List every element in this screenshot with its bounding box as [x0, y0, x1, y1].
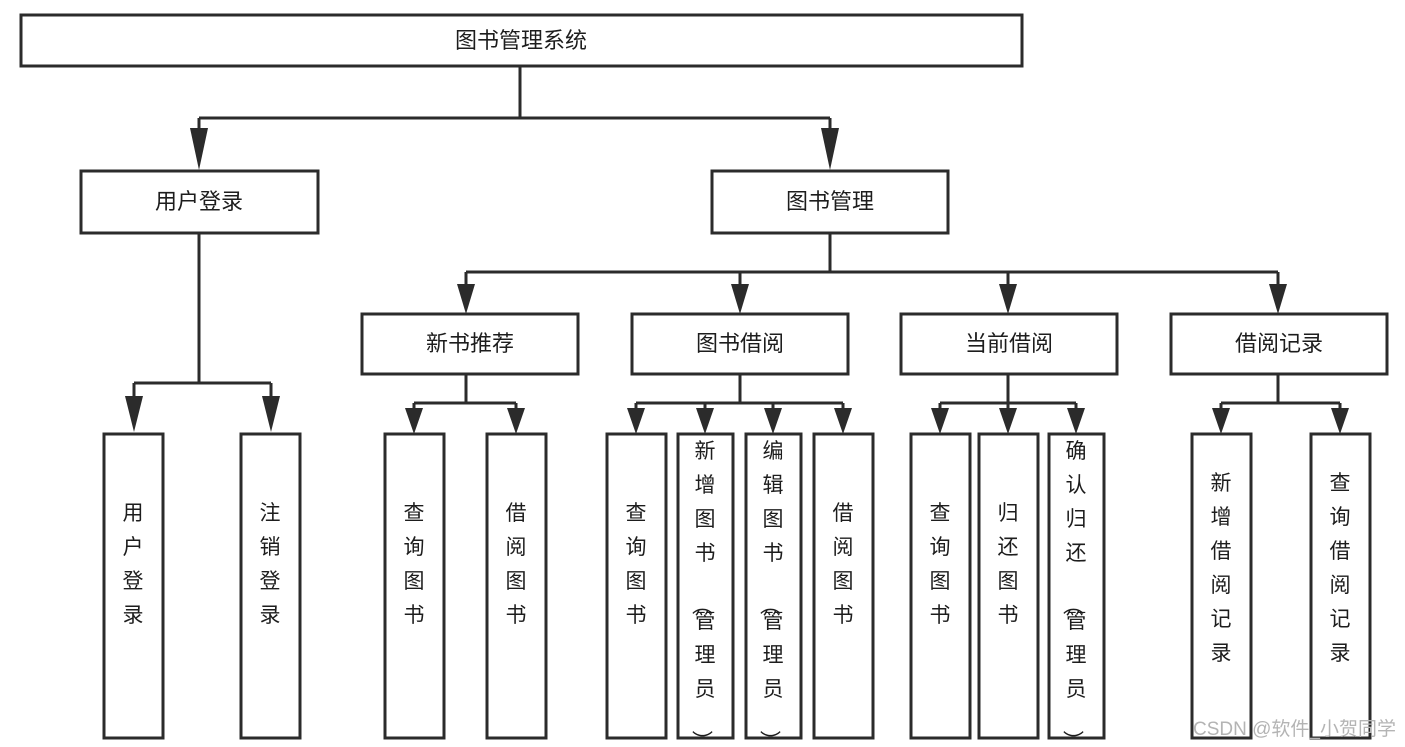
node-user-login-label: 用户登录: [155, 189, 243, 214]
node-current-borrow-box[interactable]: [899, 312, 1119, 376]
node-book-manage-box[interactable]: [710, 169, 950, 235]
node-leaf-return-book[interactable]: 归还图书: [977, 432, 1040, 740]
node-leaf-confirm-return[interactable]: 确认归还（管理员）: [1047, 432, 1106, 747]
node-leaf-query-book-2[interactable]: 查询图书: [605, 432, 668, 740]
node-borrow-record[interactable]: 借阅记录: [1169, 312, 1389, 376]
node-leaf-borrow-book-1[interactable]: 借阅图书: [485, 432, 548, 740]
arrow-to-user-login-icon: [190, 128, 208, 170]
node-leaf-user-logout[interactable]: 注销登录: [239, 432, 302, 740]
node-book-borrow-label: 图书借阅: [696, 331, 784, 356]
node-leaf-confirm-return-box[interactable]: [1047, 432, 1106, 740]
node-leaf-edit-book-box[interactable]: [744, 432, 803, 740]
arrow-to-leaf-query-book-1-icon: [405, 408, 423, 434]
node-root-box[interactable]: [19, 13, 1024, 68]
node-leaf-user-logout-label: 注销登录: [260, 502, 281, 627]
node-leaf-borrow-book-1-label: 借阅图书: [506, 502, 527, 627]
node-borrow-record-label: 借阅记录: [1235, 331, 1323, 356]
node-leaf-borrow-book-2[interactable]: 借阅图书: [812, 432, 875, 740]
arrow-to-book-manage-icon: [821, 128, 839, 170]
node-leaf-add-book[interactable]: 新增图书（管理员）: [676, 432, 735, 747]
arrow-to-leaf-query-record-icon: [1331, 408, 1349, 434]
node-leaf-user-login-label: 用户登录: [123, 502, 144, 627]
node-root[interactable]: 图书管理系统: [19, 13, 1024, 68]
node-user-login-box[interactable]: [79, 169, 320, 235]
arrow-to-leaf-edit-book-icon: [764, 408, 782, 434]
node-leaf-return-book-label: 归还图书: [998, 502, 1019, 627]
node-leaf-add-book-box[interactable]: [676, 432, 735, 740]
node-leaf-query-book-3-box[interactable]: [909, 432, 972, 740]
node-leaf-user-login-box[interactable]: [102, 432, 165, 740]
node-leaf-query-book-1-box[interactable]: [383, 432, 446, 740]
node-borrow-record-box[interactable]: [1169, 312, 1389, 376]
arrow-to-leaf-add-book-icon: [696, 408, 714, 434]
node-book-borrow[interactable]: 图书借阅: [630, 312, 850, 376]
node-new-book-rec-label: 新书推荐: [426, 331, 514, 356]
node-leaf-add-record[interactable]: 新增借阅记录: [1190, 432, 1253, 740]
node-leaf-query-book-3-label: 查询图书: [930, 502, 951, 627]
node-leaf-query-book-1-label: 查询图书: [404, 502, 425, 627]
node-leaf-borrow-book-2-box[interactable]: [812, 432, 875, 740]
node-leaf-borrow-book-2-label: 借阅图书: [833, 502, 854, 627]
node-leaf-return-book-box[interactable]: [977, 432, 1040, 740]
arrow-to-book-borrow-icon: [731, 284, 749, 314]
node-current-borrow-label: 当前借阅: [965, 331, 1053, 356]
node-book-manage-label: 图书管理: [786, 189, 874, 214]
node-book-borrow-box[interactable]: [630, 312, 850, 376]
node-leaf-edit-book-label: 编辑图书（管理员）: [758, 440, 784, 747]
node-leaf-user-logout-box[interactable]: [239, 432, 302, 740]
arrow-to-leaf-confirm-return-icon: [1067, 408, 1085, 434]
connector-layer: [125, 66, 1349, 434]
csdn-watermark: CSDN @软件_小贺同学: [1193, 718, 1396, 740]
node-current-borrow[interactable]: 当前借阅: [899, 312, 1119, 376]
node-leaf-query-book-3[interactable]: 查询图书: [909, 432, 972, 740]
node-leaf-confirm-return-label: 确认归还（管理员）: [1061, 440, 1087, 747]
node-leaf-query-record-box[interactable]: [1309, 432, 1372, 740]
node-leaf-add-record-box[interactable]: [1190, 432, 1253, 740]
arrow-to-new-book-rec-icon: [457, 284, 475, 314]
node-leaf-add-book-label: 新增图书（管理员）: [690, 440, 716, 747]
arrow-to-leaf-query-book-2-icon: [627, 408, 645, 434]
node-leaf-edit-book[interactable]: 编辑图书（管理员）: [744, 432, 803, 747]
node-new-book-rec-box[interactable]: [360, 312, 580, 376]
node-leaf-query-record[interactable]: 查询借阅记录: [1309, 432, 1372, 740]
arrow-to-leaf-return-book-icon: [999, 408, 1017, 434]
arrow-to-current-borrow-icon: [999, 284, 1017, 314]
arrow-to-borrow-record-icon: [1269, 284, 1287, 314]
node-leaf-user-login[interactable]: 用户登录: [102, 432, 165, 740]
node-leaf-query-book-2-label: 查询图书: [626, 502, 647, 627]
arrow-to-leaf-borrow-book-1-icon: [507, 408, 525, 434]
node-book-manage[interactable]: 图书管理: [710, 169, 950, 235]
node-leaf-query-record-label: 查询借阅记录: [1330, 472, 1351, 665]
node-leaf-query-book-1[interactable]: 查询图书: [383, 432, 446, 740]
arrow-to-leaf-add-record-icon: [1212, 408, 1230, 434]
node-leaf-borrow-book-1-box[interactable]: [485, 432, 548, 740]
node-leaf-query-book-2-box[interactable]: [605, 432, 668, 740]
arrow-to-leaf-borrow-book-2-icon: [834, 408, 852, 434]
node-new-book-rec[interactable]: 新书推荐: [360, 312, 580, 376]
node-user-login[interactable]: 用户登录: [79, 169, 320, 235]
node-root-label: 图书管理系统: [455, 28, 587, 53]
arrow-to-leaf-user-logout-icon: [262, 396, 280, 432]
node-leaf-add-record-label: 新增借阅记录: [1211, 472, 1232, 665]
arrow-to-leaf-query-book-3-icon: [931, 408, 949, 434]
arrow-to-leaf-user-login-icon: [125, 396, 143, 432]
